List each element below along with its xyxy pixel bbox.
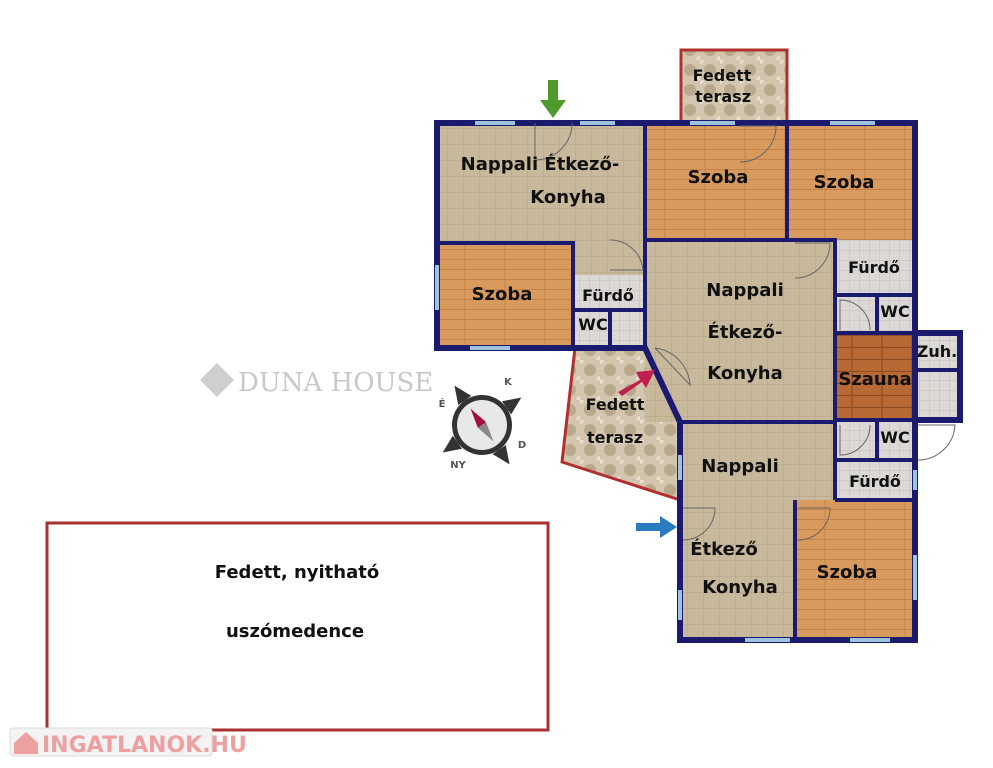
ingatlanok-logo: INGATLANOK.HU (9, 727, 247, 758)
room-labels: Nappali Étkező- Konyha Szoba Fürdő WC Sz… (461, 66, 958, 598)
svg-text:Konyha: Konyha (707, 363, 783, 384)
svg-text:WC: WC (880, 428, 909, 447)
svg-text:Szoba: Szoba (688, 167, 749, 188)
compass-north: É (439, 397, 446, 410)
svg-text:Fedett: Fedett (693, 66, 752, 85)
svg-text:Zuh.: Zuh. (917, 342, 957, 361)
svg-text:Fürdő: Fürdő (848, 258, 900, 277)
room-bedroom-4 (795, 500, 915, 640)
room-bedroom-3 (787, 123, 915, 240)
svg-text:terasz: terasz (695, 87, 751, 106)
svg-text:INGATLANOK.HU: INGATLANOK.HU (42, 733, 247, 758)
svg-text:Szauna: Szauna (838, 369, 911, 390)
svg-text:Konyha: Konyha (530, 187, 606, 208)
pool-area (45, 521, 550, 732)
svg-text:Fürdő: Fürdő (582, 286, 634, 305)
pool-label-1: Fedett, nyitható (215, 562, 379, 583)
svg-text:WC: WC (880, 302, 909, 321)
svg-text:Nappali: Nappali (701, 456, 778, 477)
room-living-kitchen-1 (437, 123, 645, 243)
room-shower (915, 333, 960, 420)
svg-text:Nappali: Nappali (706, 280, 783, 301)
entrance-arrow-red-icon (618, 370, 655, 396)
doors (534, 122, 956, 541)
svg-text:Szoba: Szoba (472, 284, 533, 305)
compass-south: D (518, 440, 526, 451)
room-bedroom-1 (437, 243, 573, 348)
svg-text:Étkező-: Étkező- (708, 321, 783, 343)
duna-house-watermark: DUNA HOUSE (200, 363, 433, 398)
svg-text:Fedett: Fedett (586, 395, 645, 414)
room-bedroom-2 (645, 123, 787, 240)
svg-text:DUNA HOUSE: DUNA HOUSE (238, 368, 433, 398)
room-sauna (835, 333, 915, 420)
entrance-arrow-blue-icon (636, 516, 677, 538)
compass-icon (442, 385, 522, 465)
svg-text:WC: WC (578, 315, 607, 334)
svg-text:Nappali Étkező-: Nappali Étkező- (461, 153, 620, 175)
windows (435, 121, 917, 642)
svg-text:terasz: terasz (587, 428, 643, 447)
compass-east: K (504, 377, 513, 388)
terrace-top (679, 48, 789, 125)
svg-text:Étkező: Étkező (690, 538, 757, 560)
svg-text:Szoba: Szoba (814, 172, 875, 193)
room-living-kitchen-2 (645, 240, 835, 422)
entrance-arrow-green-icon (540, 80, 566, 118)
compass-west: NY (450, 460, 466, 471)
svg-text:Szoba: Szoba (817, 562, 878, 583)
svg-text:Konyha: Konyha (702, 577, 778, 598)
svg-text:Fürdő: Fürdő (849, 472, 901, 491)
pool-label-2: uszómedence (226, 621, 364, 642)
